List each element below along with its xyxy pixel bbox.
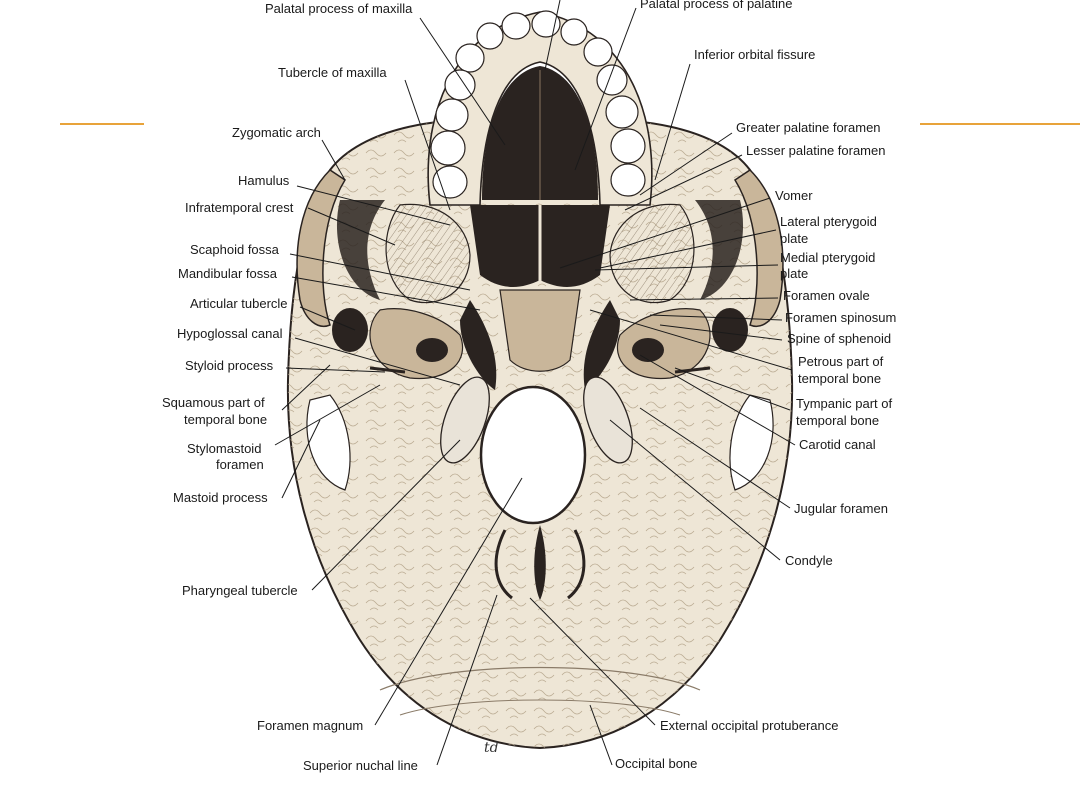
label-articular-tubercle: Articular tubercle <box>190 296 288 311</box>
label-pharyngeal-tubercle: Pharyngeal tubercle <box>182 583 298 598</box>
condyle-left <box>440 376 490 464</box>
label-lesser-palatine-foramen: Lesser palatine foramen <box>746 143 885 158</box>
label-occipital-bone: Occipital bone <box>615 756 697 771</box>
label-stylomastoid-line2: foramen <box>216 457 264 472</box>
label-spine-of-sphenoid: Spine of sphenoid <box>787 331 891 346</box>
right-accent-rule <box>920 123 1080 125</box>
label-superior-nuchal-line: Superior nuchal line <box>303 758 418 773</box>
label-tympanic-part-line1: Tympanic part of <box>796 396 892 411</box>
label-external-occipital-protuberance: External occipital protuberance <box>660 718 839 733</box>
leader-lines <box>274 0 796 766</box>
label-tubercle-of-maxilla: Tubercle of maxilla <box>278 65 387 80</box>
label-lateral-pterygoid-plate-line1: Lateral pterygoid <box>780 214 877 229</box>
label-condyle: Condyle <box>785 553 833 568</box>
foramen-magnum <box>479 385 587 525</box>
zygomatic-arch-right <box>733 169 784 327</box>
label-medial-pterygoid-plate-line1: Medial pterygoid <box>780 250 875 265</box>
label-petrous-part-line1: Petrous part of <box>798 354 884 369</box>
label-hypoglossal-canal: Hypoglossal canal <box>177 326 283 341</box>
label-scaphoid-fossa: Scaphoid fossa <box>190 242 280 257</box>
label-styloid-process: Styloid process <box>185 358 274 373</box>
label-petrous-part-line2: temporal bone <box>798 371 881 386</box>
label-inferior-orbital-fissure: Inferior orbital fissure <box>694 47 815 62</box>
left-accent-rule <box>60 123 144 125</box>
zygomatic-arch-left <box>296 169 347 327</box>
label-greater-palatine-foramen: Greater palatine foramen <box>736 120 881 135</box>
label-infratemporal-crest: Infratemporal crest <box>185 200 294 215</box>
label-stylomastoid-line1: Stylomastoid <box>187 441 261 456</box>
label-palatal-process-palatine: Palatal process of palatine <box>640 0 792 11</box>
label-zygomatic-arch: Zygomatic arch <box>232 125 321 140</box>
label-medial-pterygoid-plate-line2: plate <box>780 266 808 281</box>
artist-signature: td <box>484 740 499 756</box>
label-palatal-process-maxilla: Palatal process of maxilla <box>265 1 413 16</box>
label-carotid-canal: Carotid canal <box>799 437 876 452</box>
label-mastoid-process: Mastoid process <box>173 490 268 505</box>
label-jugular-foramen: Jugular foramen <box>794 501 888 516</box>
label-lateral-pterygoid-plate-line2: plate <box>780 231 808 246</box>
label-foramen-ovale: Foramen ovale <box>783 288 870 303</box>
label-squamous-part-line1: Squamous part of <box>162 395 265 410</box>
label-hamulus: Hamulus <box>238 173 290 188</box>
label-foramen-magnum: Foramen magnum <box>257 718 363 733</box>
label-tympanic-part-line2: temporal bone <box>796 413 879 428</box>
label-squamous-part-line2: temporal bone <box>184 412 267 427</box>
label-vomer: Vomer <box>775 188 813 203</box>
label-foramen-spinosum: Foramen spinosum <box>785 310 896 325</box>
label-mandibular-fossa: Mandibular fossa <box>178 266 278 281</box>
condyle-right <box>583 376 633 464</box>
